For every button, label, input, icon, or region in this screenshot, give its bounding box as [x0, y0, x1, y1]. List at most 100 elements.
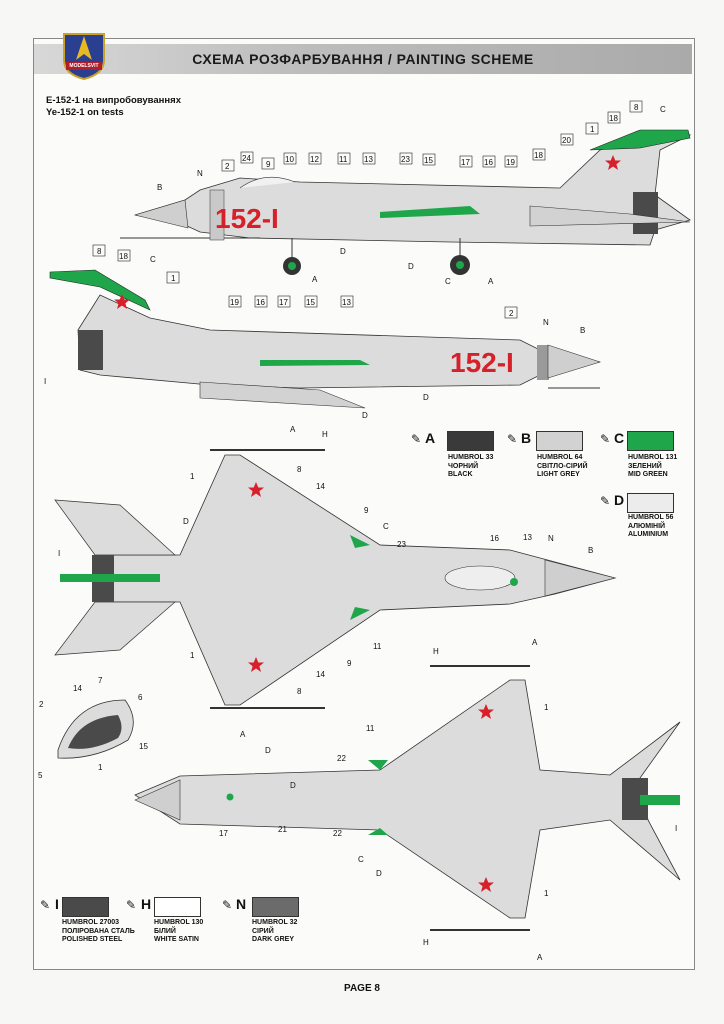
- logo-text: MODELSVIT: [69, 63, 99, 69]
- paint-letter-n: N: [236, 896, 247, 912]
- svg-text:C: C: [445, 277, 451, 286]
- svg-text:11: 11: [366, 724, 375, 733]
- svg-text:15: 15: [139, 742, 148, 751]
- svg-text:13: 13: [342, 298, 351, 307]
- svg-text:6: 6: [138, 693, 143, 702]
- aircraft-subtitle: Е-152-1 на випробовуваннях Ye-152-1 on t…: [46, 95, 181, 119]
- side-code-top: 152-I: [215, 203, 279, 234]
- svg-text:14: 14: [316, 482, 325, 491]
- svg-text:22: 22: [333, 829, 342, 838]
- svg-text:11: 11: [339, 155, 348, 164]
- paint-letter-b: B: [521, 430, 532, 446]
- header-bar: СХЕМА РОЗФАРБУВАННЯ / PAINTING SCHEME: [34, 44, 692, 74]
- svg-text:11: 11: [373, 642, 382, 651]
- svg-text:15: 15: [306, 298, 315, 307]
- paint-letter-c: C: [614, 430, 625, 446]
- svg-text:8: 8: [297, 687, 302, 696]
- svg-text:I: I: [44, 377, 46, 386]
- page-number: PAGE 8: [344, 983, 380, 994]
- paint-letter-i: I: [55, 896, 59, 912]
- side-view-right: 152-I: [49, 269, 601, 409]
- svg-text:D: D: [340, 247, 346, 256]
- svg-text:19: 19: [230, 298, 239, 307]
- swatch-polished-steel: [62, 897, 109, 917]
- svg-text:H: H: [322, 430, 328, 439]
- svg-text:A: A: [290, 425, 296, 434]
- svg-text:B: B: [588, 546, 593, 555]
- svg-text:1: 1: [544, 703, 549, 712]
- svg-text:24: 24: [242, 154, 251, 163]
- svg-text:17: 17: [219, 829, 228, 838]
- page-title: СХЕМА РОЗФАРБУВАННЯ / PAINTING SCHEME: [192, 51, 534, 67]
- svg-text:D: D: [183, 517, 189, 526]
- svg-text:A: A: [488, 277, 494, 286]
- svg-text:19: 19: [506, 158, 515, 167]
- subtitle-ua: Е-152-1 на випробовуваннях: [46, 95, 181, 106]
- brush-icon: ✎: [126, 898, 137, 912]
- svg-text:2: 2: [39, 700, 44, 709]
- svg-text:D: D: [265, 746, 271, 755]
- svg-text:20: 20: [562, 136, 571, 145]
- svg-text:5: 5: [38, 771, 43, 780]
- svg-text:8: 8: [297, 465, 302, 474]
- svg-text:N: N: [548, 534, 554, 543]
- swatch-aluminium: [627, 493, 674, 513]
- svg-text:16: 16: [490, 534, 499, 543]
- svg-text:1: 1: [98, 763, 103, 772]
- svg-text:21: 21: [278, 825, 287, 834]
- svg-text:A: A: [537, 953, 543, 962]
- swatch-dark-grey: [252, 897, 299, 917]
- brush-icon: ✎: [40, 898, 51, 912]
- svg-text:B: B: [157, 183, 162, 192]
- swatch-white-satin: [154, 897, 201, 917]
- svg-text:2: 2: [225, 162, 230, 171]
- brush-icon: ✎: [222, 898, 233, 912]
- svg-text:8: 8: [634, 103, 639, 112]
- svg-text:B: B: [580, 326, 585, 335]
- svg-text:C: C: [358, 855, 364, 864]
- svg-text:I: I: [675, 824, 677, 833]
- svg-text:13: 13: [364, 155, 373, 164]
- svg-text:9: 9: [364, 506, 369, 515]
- brush-icon: ✎: [600, 494, 611, 508]
- svg-text:16: 16: [484, 158, 493, 167]
- subtitle-en: Ye-152-1 on tests: [46, 107, 124, 118]
- svg-text:23: 23: [397, 540, 406, 549]
- svg-text:22: 22: [337, 754, 346, 763]
- svg-text:13: 13: [523, 533, 532, 542]
- svg-text:1: 1: [171, 274, 176, 283]
- svg-text:1: 1: [544, 889, 549, 898]
- svg-text:C: C: [150, 255, 156, 264]
- plan-view-bottom: [134, 665, 681, 931]
- brush-icon: ✎: [507, 432, 518, 446]
- side-view-left: 152-I: [120, 129, 692, 275]
- side-code-bottom: 152-I: [450, 347, 514, 378]
- svg-text:2: 2: [509, 309, 514, 318]
- svg-text:H: H: [423, 938, 429, 947]
- svg-text:N: N: [543, 318, 549, 327]
- brush-icon: ✎: [411, 432, 422, 446]
- svg-text:D: D: [408, 262, 414, 271]
- svg-text:C: C: [383, 522, 389, 531]
- svg-text:1: 1: [190, 651, 195, 660]
- svg-text:10: 10: [285, 155, 294, 164]
- paint-letter-d: D: [614, 492, 625, 508]
- svg-text:A: A: [532, 638, 538, 647]
- svg-text:A: A: [240, 730, 246, 739]
- svg-text:D: D: [376, 869, 382, 878]
- svg-text:15: 15: [424, 156, 433, 165]
- svg-text:N: N: [197, 169, 203, 178]
- swatch-black: [447, 431, 494, 451]
- svg-text:7: 7: [98, 676, 103, 685]
- svg-text:18: 18: [609, 114, 618, 123]
- svg-text:18: 18: [119, 252, 128, 261]
